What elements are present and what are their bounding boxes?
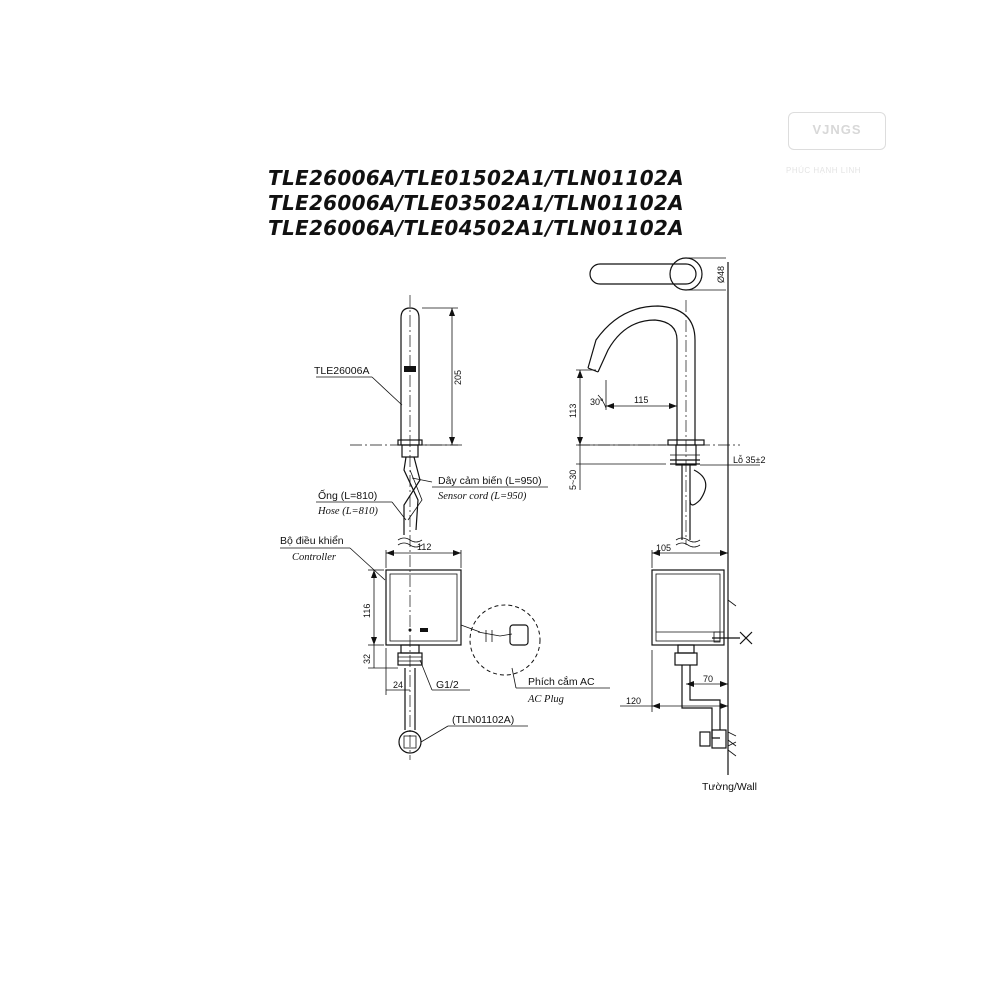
hose-label-vi: Ống (L=810) [318,488,377,502]
watermark-subtext: PHÚC HẠNH LINH [786,166,862,175]
dim-d48: Ø48 [716,266,726,283]
controller-label-en: Controller [292,552,337,563]
model-title-2: TLE26006A/TLE03502A1/TLN01102A [268,191,684,215]
valve-label: (TLN01102A) [452,714,514,726]
faucet-model-label: TLE26006A [314,365,369,377]
dim-112: 112 [417,542,431,552]
controller-side-box [651,569,725,646]
dim-32: 32 [362,654,372,664]
hole-label: Lỗ 35±2 [733,455,765,465]
dim-105: 105 [656,543,671,553]
spout-top-view [589,263,697,285]
thread-label: G1/2 [436,679,459,691]
controller-label-vi: Bộ điều khiển [280,535,344,547]
faucet-body [400,307,420,445]
dim-70: 70 [703,674,713,684]
sensor-cord [403,456,419,531]
side-view: Tường/Wall Ø48 113 30° 115 [568,257,765,793]
watermark-logo: VJNGS [788,112,886,150]
spout-inner [587,305,696,445]
dim-115: 115 [634,395,648,405]
controller-box [385,569,462,646]
dim-116: 116 [362,604,372,618]
hose [403,456,421,535]
dim-205: 205 [453,370,463,385]
dim-120: 120 [626,696,641,706]
ac-plug-detail-circle [469,604,541,676]
hose-label-en: Hose (L=810) [317,506,378,517]
sensor-cord-label-en: Sensor cord (L=950) [438,491,527,502]
spout-outer [597,319,678,445]
dim-113: 113 [568,404,578,418]
model-title-1: TLE26006A/TLE01502A1/TLN01102A [268,166,684,190]
ac-plug-label-en: AC Plug [527,694,564,705]
ac-plug-label-vi: Phích cắm AC [528,675,595,688]
dim-30deg: 30° [590,397,604,407]
wall-label: Tường/Wall [702,781,757,793]
sensor-cord-label-vi: Dây cảm biến (L=950) [438,475,542,487]
sensor-window [404,366,416,372]
sensor-cord-loop [689,469,707,506]
watermark-brand: VJNGS [812,122,862,137]
front-view: 205 TLE26006A Dây cảm biến (L=950) Senso… [280,295,610,760]
dim-5-30: 5~30 [568,470,578,490]
model-titles: TLE26006A/TLE01502A1/TLN01102A TLE26006A… [268,166,684,241]
dim-24: 24 [393,680,403,690]
model-title-3: TLE26006A/TLE04502A1/TLN01102A [268,216,684,240]
